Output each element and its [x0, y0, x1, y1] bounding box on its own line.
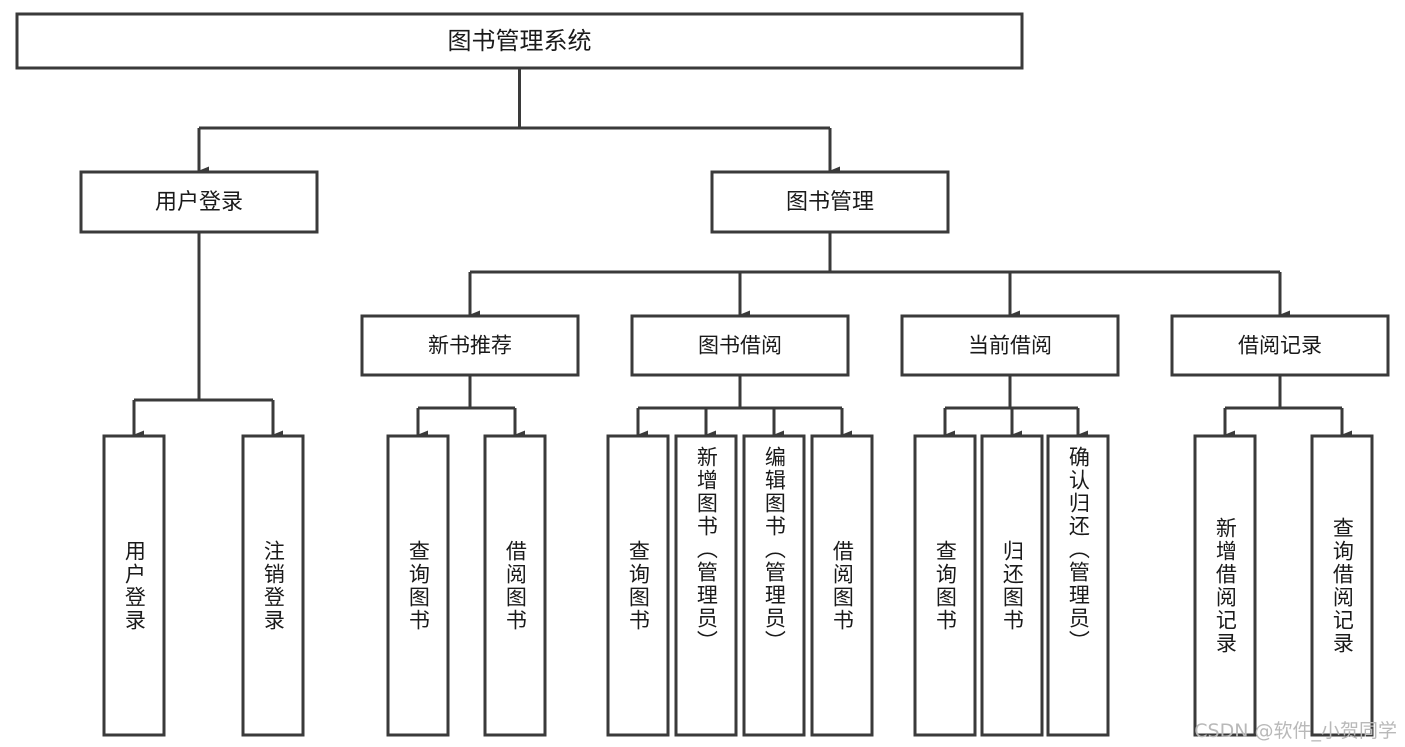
- leaf-leaf-borrow-book-1[interactable]: [483, 434, 547, 737]
- node-book-management-label: 图书管理: [786, 190, 874, 215]
- leaf-leaf-logout-login[interactable]: [241, 434, 305, 737]
- leaf-leaf-query-book-2-rect: [606, 434, 670, 737]
- leaf-leaf-logout-login-rect: [241, 434, 305, 737]
- leaf-leaf-add-borrow-record[interactable]: [1193, 434, 1257, 737]
- leaf-leaf-user-login[interactable]: [102, 434, 166, 737]
- leaf-leaf-edit-book-admin[interactable]: [742, 434, 806, 737]
- node-book-management-rect: [710, 170, 950, 234]
- leaf-leaf-query-book-1-rect: [386, 434, 450, 737]
- node-current-borrow-rect: [900, 314, 1120, 377]
- leaf-leaf-user-login-rect: [102, 434, 166, 737]
- node-user-login-rect: [79, 170, 319, 234]
- node-book-management[interactable]: 图书管理: [710, 170, 950, 234]
- node-current-borrow[interactable]: 当前借阅: [900, 314, 1120, 377]
- leaf-leaf-query-book-3-rect: [913, 434, 977, 737]
- node-root-label: 图书管理系统: [448, 27, 592, 55]
- leaf-leaf-edit-book-admin-rect: [742, 434, 806, 737]
- node-new-book-recommend-label: 新书推荐: [428, 334, 512, 358]
- leaf-leaf-add-book-admin[interactable]: [674, 434, 738, 737]
- leaf-leaf-query-borrow-record[interactable]: [1310, 434, 1374, 737]
- leaf-leaf-add-book-admin-rect: [674, 434, 738, 737]
- node-root[interactable]: 图书管理系统: [15, 12, 1024, 70]
- leaf-leaf-query-borrow-record-rect: [1310, 434, 1374, 737]
- leaf-leaf-borrow-book-2[interactable]: [810, 434, 874, 737]
- connector-layer: [132, 68, 1352, 440]
- watermark: CSDN @软件_小贺同学: [1194, 720, 1397, 742]
- node-new-book-recommend[interactable]: 新书推荐: [360, 314, 580, 377]
- leaf-leaf-confirm-return-admin[interactable]: [1046, 434, 1110, 737]
- leaf-leaf-confirm-return-admin-rect: [1046, 434, 1110, 737]
- leaf-leaf-query-book-2[interactable]: [606, 434, 670, 737]
- node-user-login[interactable]: 用户登录: [79, 170, 319, 234]
- node-root-rect: [15, 12, 1024, 70]
- leaf-leaf-borrow-book-1-rect: [483, 434, 547, 737]
- leaf-leaf-borrow-book-2-rect: [810, 434, 874, 737]
- node-user-login-label: 用户登录: [155, 190, 243, 215]
- node-new-book-recommend-rect: [360, 314, 580, 377]
- node-borrow-record-rect: [1170, 314, 1390, 377]
- leaf-leaf-return-book[interactable]: [980, 434, 1044, 737]
- leaf-leaf-query-book-3[interactable]: [913, 434, 977, 737]
- node-book-borrow-label: 图书借阅: [698, 334, 782, 358]
- node-current-borrow-label: 当前借阅: [968, 334, 1052, 358]
- node-borrow-record[interactable]: 借阅记录: [1170, 314, 1390, 377]
- node-borrow-record-label: 借阅记录: [1238, 334, 1322, 358]
- leaf-leaf-query-book-1[interactable]: [386, 434, 450, 737]
- node-book-borrow[interactable]: 图书借阅: [630, 314, 850, 377]
- leaf-leaf-add-borrow-record-rect: [1193, 434, 1257, 737]
- leaf-leaf-return-book-rect: [980, 434, 1044, 737]
- node-book-borrow-rect: [630, 314, 850, 377]
